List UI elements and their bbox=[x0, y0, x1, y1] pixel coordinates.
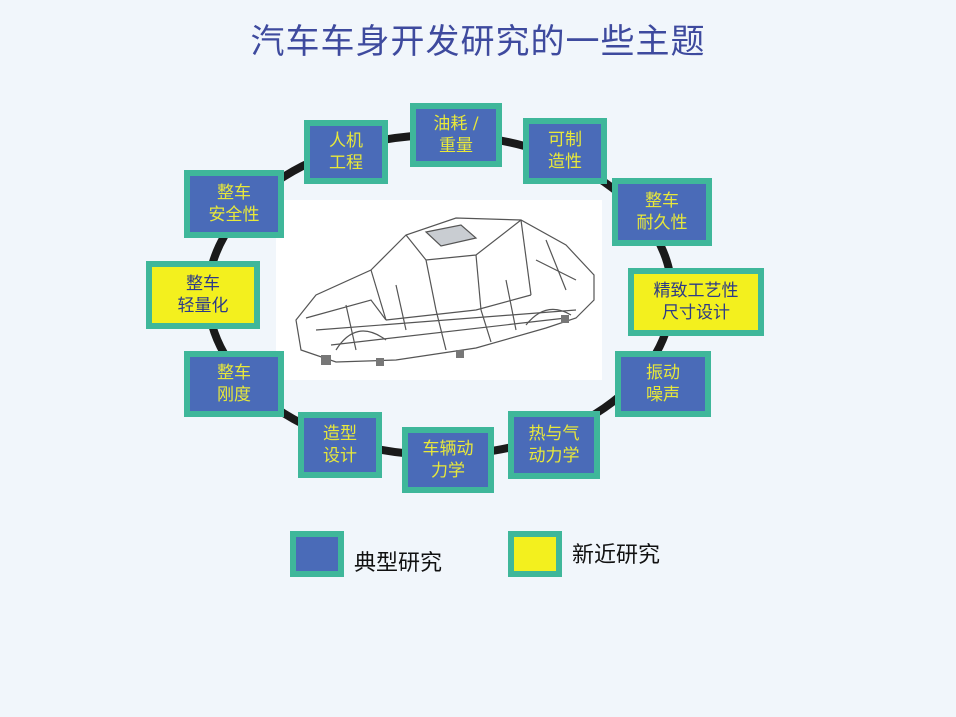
topic-precision-dimension: 精致工艺性 尺寸设计 bbox=[628, 268, 764, 336]
topic-label: 整车 耐久性 bbox=[636, 191, 688, 233]
topic-lightweight: 整车 轻量化 bbox=[146, 261, 260, 329]
topic-label: 人机 工程 bbox=[329, 131, 363, 173]
topic-label: 造型 设计 bbox=[323, 424, 357, 466]
car-body-image bbox=[276, 200, 602, 380]
page-title: 汽车车身开发研究的一些主题 bbox=[250, 22, 706, 62]
topic-label: 整车 轻量化 bbox=[177, 274, 229, 316]
topic-durability: 整车 耐久性 bbox=[612, 178, 712, 246]
topic-label: 可制 造性 bbox=[548, 130, 582, 172]
topic-label: 整车 安全性 bbox=[208, 183, 260, 225]
legend-swatch-new bbox=[508, 531, 562, 577]
topic-ergonomics: 人机 工程 bbox=[304, 120, 388, 184]
topic-label: 热与气 动力学 bbox=[528, 424, 580, 466]
topic-styling-design: 造型 设计 bbox=[298, 412, 382, 478]
topic-label: 精致工艺性 尺寸设计 bbox=[653, 281, 739, 323]
car-body-in-white-drawing bbox=[295, 217, 595, 366]
topic-stiffness: 整车 刚度 bbox=[184, 351, 284, 417]
topic-label: 整车 刚度 bbox=[217, 363, 251, 405]
legend-swatch-typical bbox=[290, 531, 344, 577]
topic-manufacturability: 可制 造性 bbox=[523, 118, 607, 184]
legend-label-typical: 典型研究 bbox=[354, 551, 443, 576]
topic-label: 车辆动 力学 bbox=[422, 439, 474, 481]
topic-thermal-aero: 热与气 动力学 bbox=[508, 411, 600, 479]
legend-label-new: 新近研究 bbox=[572, 543, 661, 568]
topic-label: 油耗 / 重量 bbox=[433, 114, 479, 156]
topic-nvh: 振动 噪声 bbox=[615, 351, 711, 417]
topic-vehicle-dynamics: 车辆动 力学 bbox=[402, 427, 494, 493]
topic-safety: 整车 安全性 bbox=[184, 170, 284, 238]
topic-label: 振动 噪声 bbox=[646, 363, 680, 405]
topic-fuel-weight: 油耗 / 重量 bbox=[410, 103, 502, 167]
